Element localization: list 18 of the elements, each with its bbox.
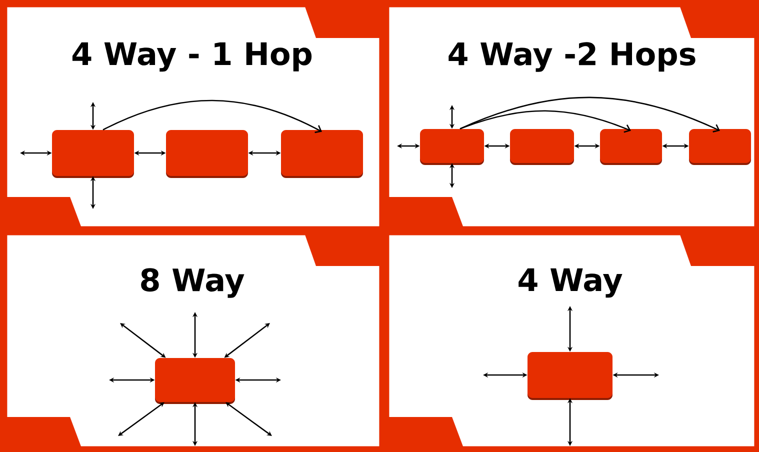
- tile: [166, 130, 248, 178]
- arrow: [118, 402, 164, 436]
- tile: [281, 130, 363, 178]
- tile: [155, 358, 235, 404]
- tile: [510, 129, 574, 165]
- tile: [52, 130, 134, 178]
- arrow: [226, 402, 272, 436]
- tile: [600, 129, 662, 165]
- title: 4 Way -2 Hops: [448, 42, 696, 72]
- title: 4 Way: [518, 268, 622, 298]
- arrow: [102, 100, 322, 134]
- arrow: [460, 96, 720, 132]
- title: 4 Way - 1 Hop: [72, 42, 312, 72]
- tile: [528, 352, 612, 400]
- tile: [689, 129, 751, 165]
- title: 8 Way: [141, 268, 244, 298]
- tile: [420, 129, 484, 165]
- arrow: [460, 110, 632, 133]
